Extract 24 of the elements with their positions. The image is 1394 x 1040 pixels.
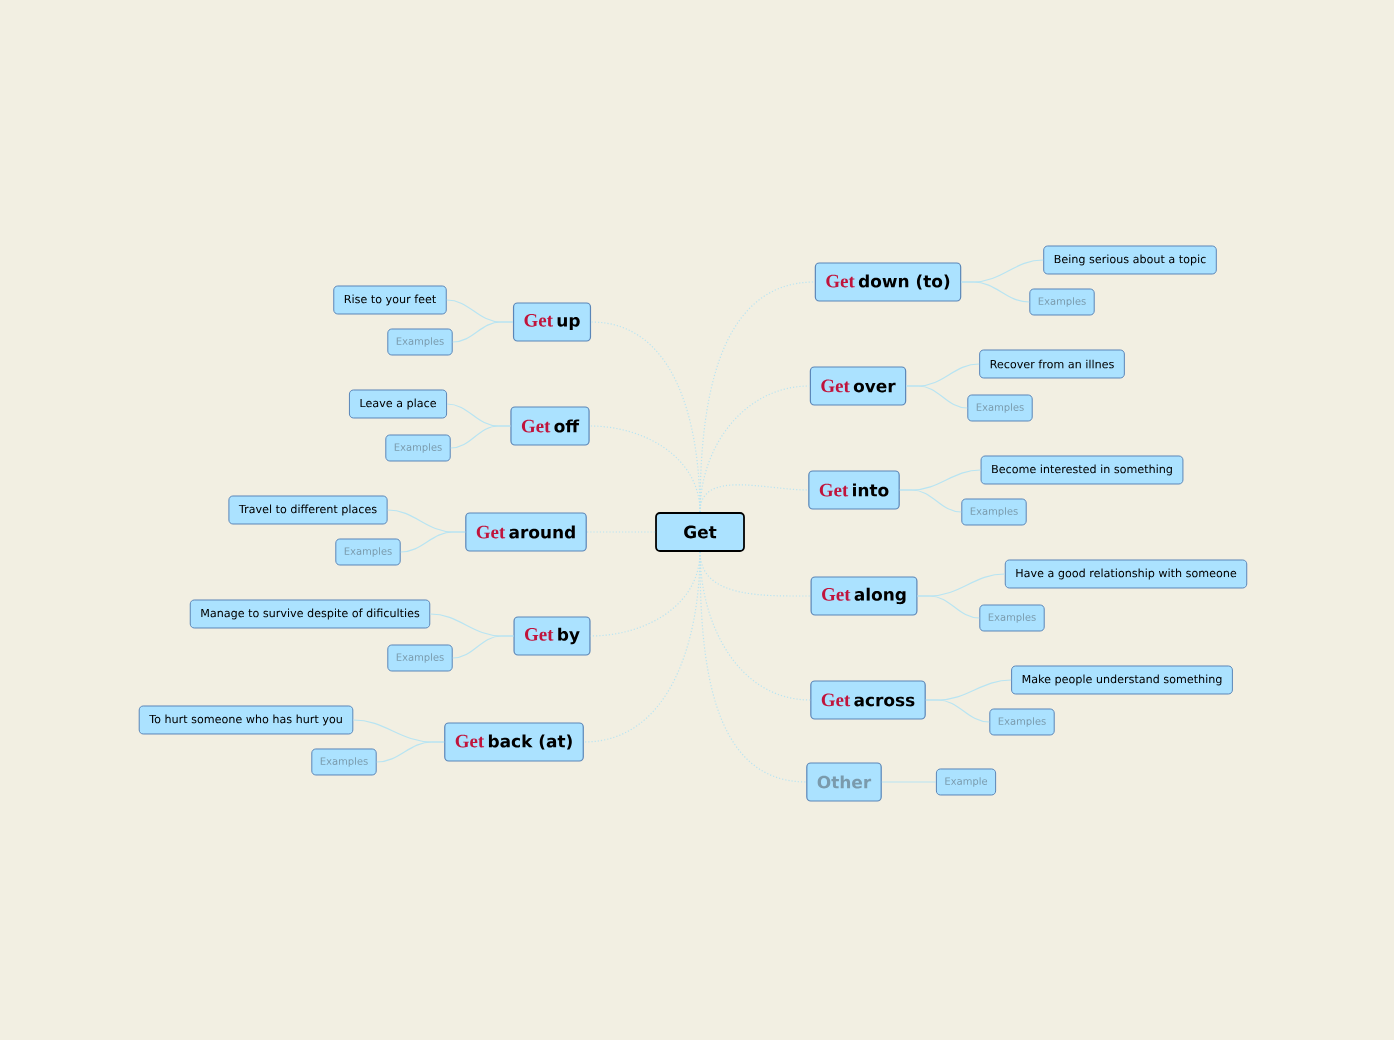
- connector-line: [583, 551, 701, 743]
- topic-box: Get around: [465, 512, 587, 552]
- connector-line: [376, 741, 445, 763]
- connector-line: [899, 489, 962, 513]
- connector-line: [452, 635, 515, 659]
- topic-box: Other: [806, 762, 882, 802]
- connector-line: [452, 321, 514, 343]
- topic-box: Get along: [810, 576, 918, 616]
- connector-line: [589, 425, 701, 513]
- topic-box: Get across: [810, 680, 926, 720]
- topic-box: Get off: [510, 406, 590, 446]
- topic-box: Get into: [808, 470, 900, 510]
- central-topic-box: Get: [655, 512, 745, 552]
- topic-box: Get down (to): [814, 262, 962, 302]
- connector-line: [400, 531, 466, 553]
- connector-line: [925, 699, 990, 723]
- connector-line: [960, 281, 1030, 303]
- topic-box: Get up: [512, 302, 592, 342]
- topic-box: Get over: [809, 366, 907, 406]
- connector-line: [905, 385, 968, 409]
- connector-line: [916, 595, 980, 619]
- topic-box: Get back (at): [444, 722, 584, 762]
- connector-line: [450, 425, 511, 449]
- topic-box: Get by: [513, 616, 591, 656]
